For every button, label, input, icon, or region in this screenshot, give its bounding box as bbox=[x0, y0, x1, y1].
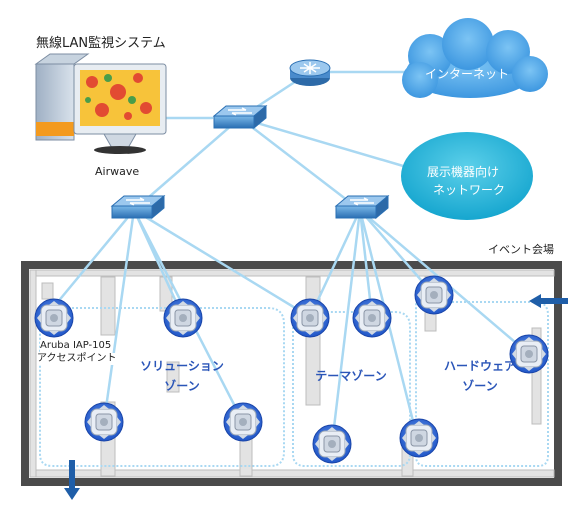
access-point-icon bbox=[290, 298, 330, 338]
access-point-icon bbox=[399, 418, 439, 458]
zone-hardware-line2: ゾーン bbox=[462, 379, 498, 393]
switch-icon bbox=[213, 105, 267, 129]
venue-label: イベント会場 bbox=[488, 243, 554, 256]
cloud-exhibit-line2: ネットワーク bbox=[433, 183, 506, 197]
access-point-icon bbox=[312, 424, 352, 464]
access-point-icon bbox=[223, 402, 263, 442]
switch-icon bbox=[111, 195, 165, 219]
ap-label-line2: アクセスポイント bbox=[37, 353, 117, 365]
access-point-icon bbox=[352, 298, 392, 338]
switch-icon bbox=[335, 195, 389, 219]
server-label: Airwave bbox=[95, 165, 140, 178]
ap-label-line1: Aruba IAP-105 bbox=[40, 340, 112, 352]
cloud-icon bbox=[401, 132, 533, 220]
cloud-exhibit-line1: 展示機器向け bbox=[427, 165, 500, 179]
zone-hardware-line1: ハードウェア bbox=[443, 359, 516, 373]
venue bbox=[21, 261, 562, 486]
access-point-icon bbox=[34, 298, 74, 338]
arrow-icon bbox=[64, 460, 80, 500]
zone-theme-label: テーマゾーン bbox=[315, 369, 387, 383]
zone-solution-line2: ゾーン bbox=[164, 379, 200, 393]
access-point-icon bbox=[84, 402, 124, 442]
arrow-icon bbox=[529, 294, 568, 308]
server-icon bbox=[34, 53, 167, 154]
cloud-icon bbox=[402, 18, 548, 98]
router-icon bbox=[289, 59, 331, 86]
access-point-icon bbox=[163, 298, 203, 338]
system-title: 無線LAN監視システム bbox=[36, 36, 166, 51]
access-point-icon bbox=[414, 275, 454, 315]
cloud-internet-label: インターネット bbox=[425, 67, 510, 81]
zone-solution-line1: ソリューション bbox=[140, 359, 224, 373]
